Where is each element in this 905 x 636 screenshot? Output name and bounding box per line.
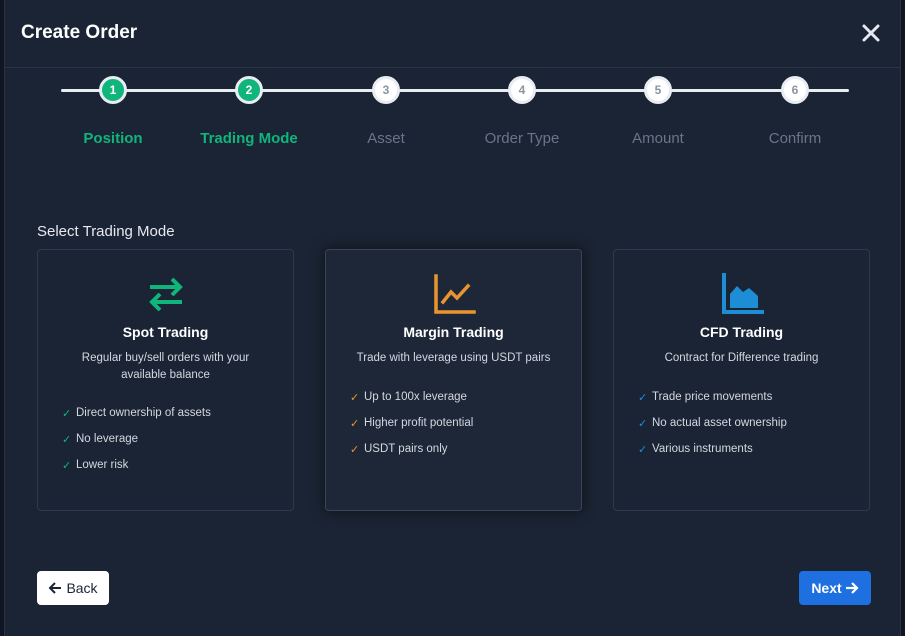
step-label: Amount (632, 130, 684, 147)
step-label: Confirm (768, 130, 822, 147)
back-button[interactable]: Back (37, 571, 109, 605)
card-title: Spot Trading (122, 324, 209, 340)
feature-text: No actual asset ownership (652, 417, 787, 429)
feature-item: ✓ Various instruments (638, 436, 787, 462)
progress-stepper: 1 Position 2 Trading Mode 3 Asset 4 Orde… (5, 68, 900, 168)
feature-list: ✓ Direct ownership of assets ✓ No leverage… (62, 400, 211, 478)
feature-item: ✓ Up to 100x leverage (350, 384, 473, 410)
feature-item: ✓ Lower risk (62, 452, 211, 478)
card-title: CFD Trading (699, 324, 784, 340)
feature-item: ✓ USDT pairs only (350, 436, 473, 462)
feature-text: Lower risk (76, 459, 129, 471)
modal-title: Create Order (21, 22, 138, 43)
step-number: 2 (235, 76, 263, 104)
step-confirm: 6 Confirm (725, 76, 865, 147)
swap-arrows-icon (148, 277, 183, 312)
step-number: 1 (99, 76, 127, 104)
step-label: Asset (367, 130, 405, 147)
feature-text: Trade price movements (652, 391, 773, 403)
arrow-right-icon (845, 582, 859, 594)
feature-item: ✓ Higher profit potential (350, 410, 473, 436)
card-title: Margin Trading (403, 324, 504, 340)
feature-text: Direct ownership of assets (76, 407, 211, 419)
step-amount: 5 Amount (588, 76, 728, 147)
feature-text: Higher profit potential (364, 417, 474, 429)
section-title: Select Trading Mode (37, 223, 175, 240)
feature-list: ✓ Trade price movements ✓ No actual asset … (638, 384, 787, 462)
feature-item: ✓ No leverage (62, 426, 211, 452)
stepper-track (61, 89, 849, 92)
step-label: Position (83, 130, 143, 147)
check-icon: ✓ (62, 433, 72, 446)
feature-text: Up to 100x leverage (364, 391, 467, 403)
card-description: Trade with leverage using USDT pairs (356, 352, 551, 364)
card-cfd-trading[interactable]: CFD Trading Contract for Difference trad… (613, 249, 870, 511)
step-label: Order Type (484, 130, 560, 147)
step-label: Trading Mode (200, 130, 298, 147)
check-icon: ✓ (350, 391, 360, 404)
check-icon: ✓ (350, 417, 360, 430)
card-description: Contract for Difference trading (664, 352, 819, 364)
check-icon: ✓ (638, 417, 648, 430)
step-asset: 3 Asset (316, 76, 456, 147)
feature-list: ✓ Up to 100x leverage ✓ Higher profit pote… (350, 384, 473, 462)
check-icon: ✓ (638, 391, 648, 404)
check-icon: ✓ (62, 459, 72, 472)
feature-item: ✓ No actual asset ownership (638, 410, 787, 436)
card-margin-trading[interactable]: Margin Trading Trade with leverage using… (325, 249, 582, 511)
feature-item: ✓ Trade price movements (638, 384, 787, 410)
next-button[interactable]: Next (799, 571, 871, 605)
feature-text: No leverage (76, 433, 139, 445)
check-icon: ✓ (62, 407, 72, 420)
step-trading-mode: 2 Trading Mode (179, 76, 319, 147)
check-icon: ✓ (350, 443, 360, 456)
card-spot-trading[interactable]: Spot Trading Regular buy/sell orders wit… (37, 249, 294, 511)
step-position: 1 Position (43, 76, 183, 147)
feature-text: Various instruments (652, 443, 753, 455)
line-chart-icon (433, 274, 476, 314)
step-number: 5 (644, 76, 672, 104)
modal-header: Create Order (5, 0, 900, 68)
area-chart-icon (721, 273, 764, 314)
step-order-type: 4 Order Type (452, 76, 592, 147)
next-button-label: Next (811, 580, 842, 596)
step-number: 3 (372, 76, 400, 104)
arrow-left-icon (49, 582, 62, 594)
create-order-modal: Create Order 1 Position 2 Trading Mode 3… (4, 0, 901, 636)
step-number: 4 (508, 76, 536, 104)
check-icon: ✓ (638, 443, 648, 456)
feature-item: ✓ Direct ownership of assets (62, 400, 211, 426)
card-description: Regular buy/sell orders with your availa… (81, 352, 250, 381)
step-number: 6 (781, 76, 809, 104)
close-icon[interactable] (860, 22, 882, 44)
back-button-label: Back (66, 580, 98, 596)
feature-text: USDT pairs only (364, 443, 448, 455)
